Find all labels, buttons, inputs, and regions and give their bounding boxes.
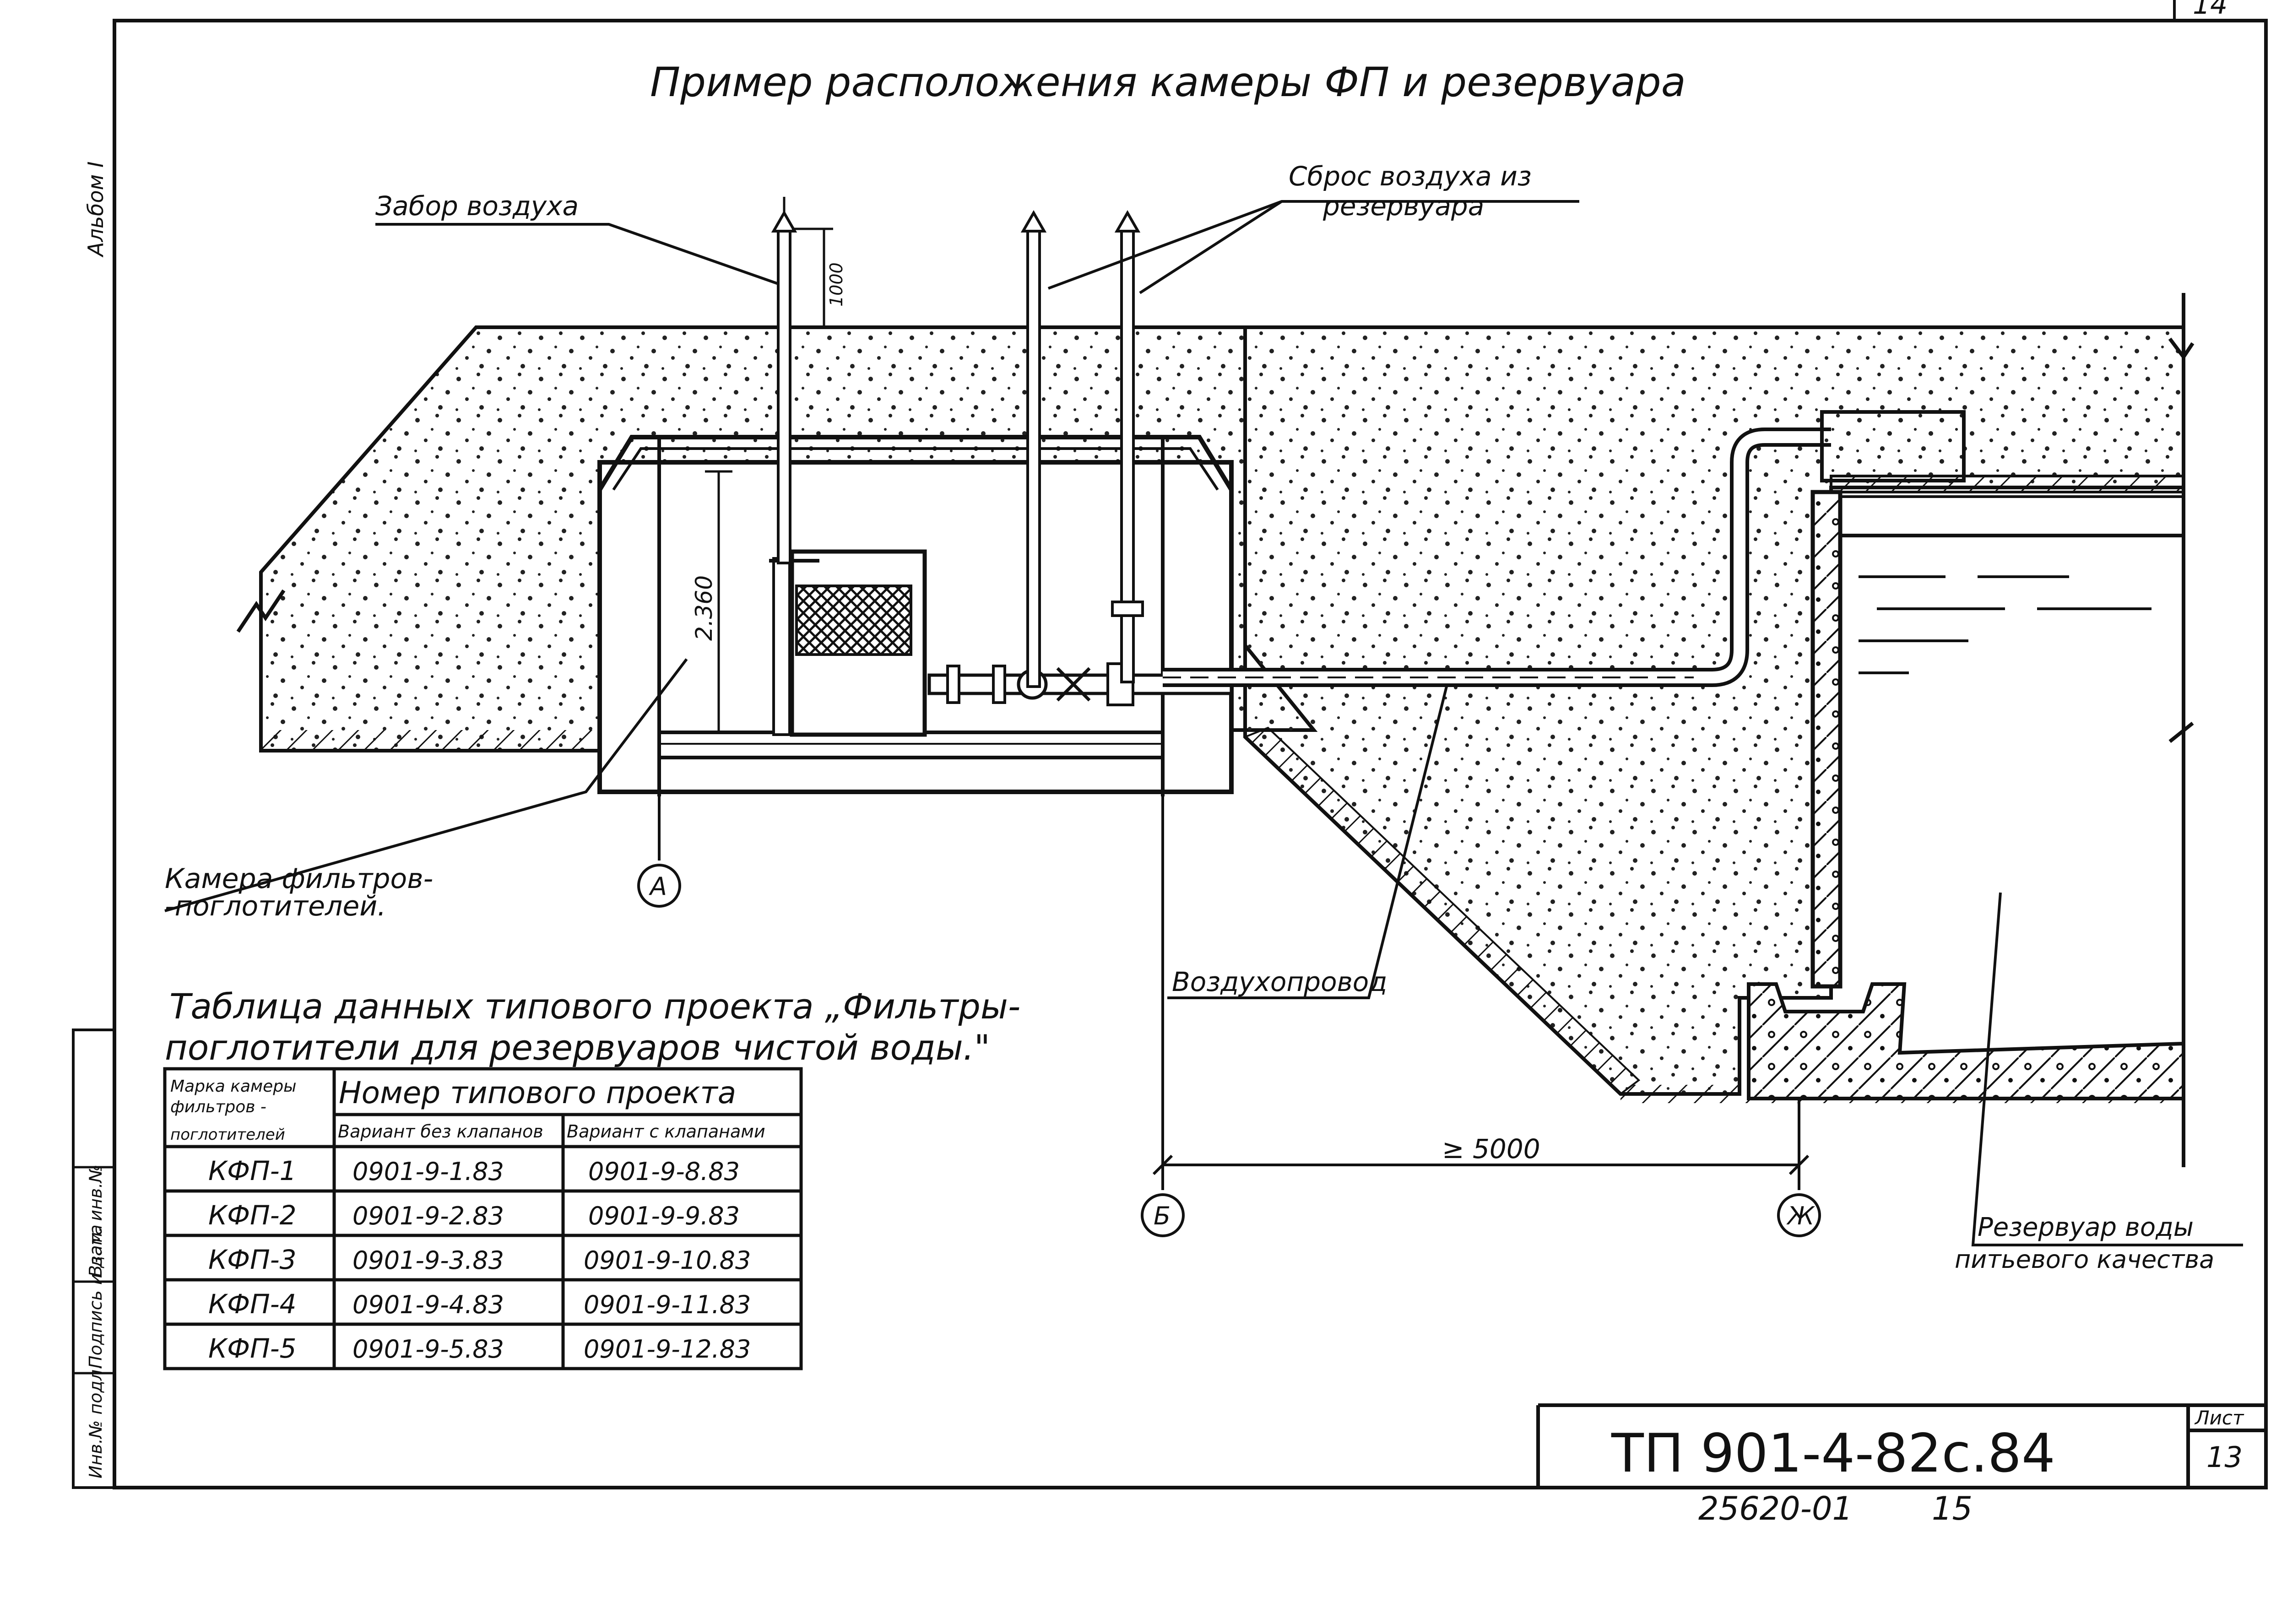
row-2-mark: КФП-2 bbox=[208, 1200, 297, 1231]
axis-label-a: А bbox=[649, 872, 667, 901]
vertical-pipe-intake bbox=[771, 197, 797, 564]
header-col1-1: Марка камеры bbox=[170, 1077, 297, 1096]
label-reservoir-1: Резервуар воды bbox=[1978, 1213, 2194, 1242]
dimension-pipe-height-label: 1000 bbox=[826, 262, 846, 307]
ground-hatch-left bbox=[261, 730, 600, 751]
header-col1-3: поглотителей bbox=[170, 1126, 285, 1144]
dimension-distance-label: ≥ 5000 bbox=[1442, 1133, 1540, 1164]
row-2-no-valves: 0901-9-2.83 bbox=[352, 1202, 504, 1230]
break-marks bbox=[236, 293, 2195, 1167]
margin-label-inv: Инв.№ подл. bbox=[86, 1364, 106, 1478]
axis-label-b: Б bbox=[1154, 1202, 1171, 1230]
row-2-with-valves: 0901-9-9.83 bbox=[588, 1202, 740, 1230]
sheet-frame bbox=[72, 0, 2268, 1489]
vertical-pipe-release-1 bbox=[1020, 210, 1047, 688]
label-chamber-1: Камера фильтров- bbox=[165, 863, 433, 895]
row-1-no-valves: 0901-9-1.83 bbox=[352, 1157, 504, 1186]
row-1-mark: КФП-1 bbox=[208, 1155, 297, 1186]
title-block bbox=[1536, 1403, 2266, 1488]
filter-unit bbox=[769, 549, 927, 737]
label-air-release-1: Сброс воздуха из bbox=[1289, 161, 1532, 192]
ground-hatch-slope bbox=[1243, 726, 1641, 1095]
album-label: Альбом I bbox=[83, 162, 108, 258]
vertical-pipe-release-2 bbox=[1111, 210, 1144, 683]
label-air-release-2: резервуара bbox=[1322, 190, 1484, 222]
row-3-mark: КФП-3 bbox=[208, 1244, 297, 1275]
stamp-code: ТП 901-4-82с.84 bbox=[1611, 1423, 2055, 1484]
sheet-label: Лист bbox=[2194, 1407, 2244, 1429]
table-caption-1: Таблица данных типового проекта „Фильтры… bbox=[169, 986, 1020, 1027]
reservoir bbox=[1747, 410, 2185, 1100]
header-col2: Вариант без клапанов bbox=[338, 1121, 543, 1142]
header-group: Номер типового проекта bbox=[339, 1075, 736, 1110]
row-3-with-valves: 0901-9-10.83 bbox=[584, 1246, 751, 1275]
row-4-with-valves: 0901-9-11.83 bbox=[584, 1290, 751, 1319]
archive-page: 15 bbox=[1932, 1490, 1973, 1527]
row-5-mark: КФП-5 bbox=[208, 1333, 297, 1364]
row-5-with-valves: 0901-9-12.83 bbox=[584, 1335, 751, 1364]
axis-markers bbox=[637, 796, 1821, 1237]
drawing-title: Пример расположения камеры ФП и резервуа… bbox=[650, 59, 1686, 106]
label-air-duct: Воздухопровод bbox=[1172, 966, 1387, 997]
sheet-number: 13 bbox=[2206, 1440, 2243, 1474]
dimension-chamber-height-label: 2.360 bbox=[691, 575, 717, 641]
dimension-pipe-height bbox=[792, 227, 833, 327]
project-data-table: Марка камеры фильтров - поглотителей Ном… bbox=[163, 1067, 803, 1370]
margin-label-replacement: Взам. инв.№ bbox=[86, 1164, 106, 1277]
table-caption-2: поглотители для резервуаров чистой воды.… bbox=[165, 1027, 990, 1068]
row-4-mark: КФП-4 bbox=[208, 1288, 297, 1320]
row-3-no-valves: 0901-9-3.83 bbox=[352, 1246, 504, 1275]
axis-label-zh: Ж bbox=[1786, 1202, 1816, 1230]
corner-number: 14 bbox=[2193, 0, 2227, 21]
row-5-no-valves: 0901-9-5.83 bbox=[352, 1335, 504, 1364]
label-chamber-2: -поглотителей. bbox=[165, 890, 386, 922]
header-col1-2: фильтров - bbox=[170, 1098, 266, 1116]
leader-lines bbox=[164, 200, 2243, 1246]
row-4-no-valves: 0901-9-4.83 bbox=[352, 1290, 504, 1319]
label-air-intake: Забор воздуха bbox=[375, 190, 579, 222]
dimension-chamber-height bbox=[705, 470, 732, 734]
row-1-with-valves: 0901-9-8.83 bbox=[588, 1157, 740, 1186]
label-reservoir-2: питьевого качества bbox=[1955, 1245, 2214, 1274]
header-col3: Вариант с клапанами bbox=[567, 1121, 765, 1142]
archive-number: 25620-01 bbox=[1698, 1490, 1853, 1527]
margin-label-signature: Подпись и дата bbox=[86, 1224, 106, 1369]
